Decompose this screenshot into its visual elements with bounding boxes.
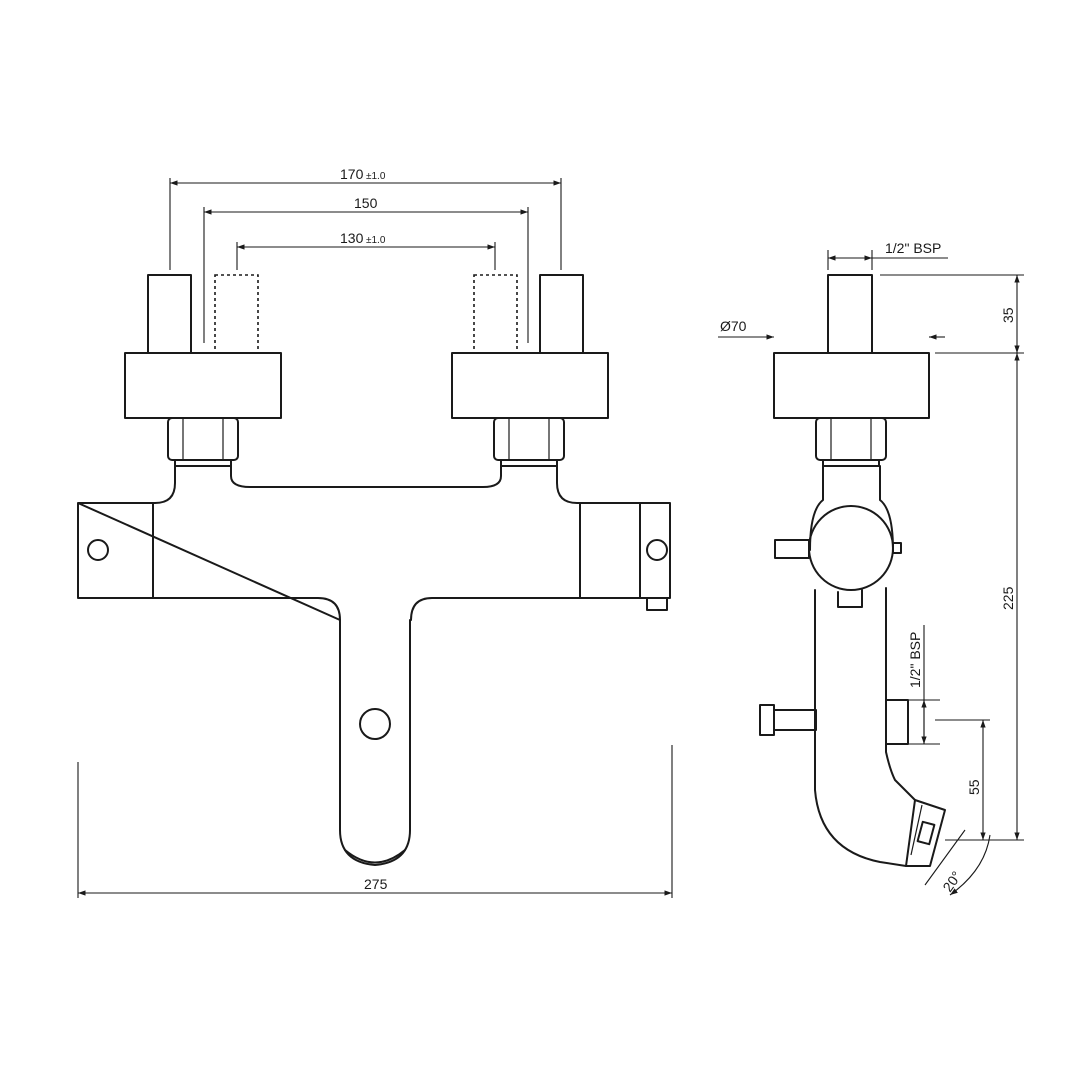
side-shower-outlet bbox=[885, 699, 909, 745]
spout-lip bbox=[344, 849, 406, 864]
left-handle-screw bbox=[87, 539, 109, 561]
side-body bbox=[809, 465, 894, 551]
right-hex-nut bbox=[493, 417, 565, 467]
side-handle-pin bbox=[892, 542, 902, 554]
left-hex-nut bbox=[167, 417, 239, 467]
side-hex-nut bbox=[815, 417, 887, 467]
dim-170: 170 ±1.0 bbox=[169, 166, 562, 270]
dim-outlet-thread: 1/2" BSP bbox=[907, 625, 940, 745]
dim-150-value: 150 bbox=[354, 195, 378, 211]
dim-inlet-thread-value: 1/2" BSP bbox=[885, 240, 941, 256]
left-eccentric-pipe bbox=[147, 274, 259, 354]
side-spout-outlet bbox=[905, 799, 946, 867]
left-wall-flange bbox=[124, 352, 282, 419]
mixer-body bbox=[77, 465, 671, 621]
dim-275: 275 bbox=[77, 745, 673, 898]
diverter-button bbox=[359, 708, 391, 740]
side-view: 1/2" BSP Ø70 35 225 1/2" BSP bbox=[718, 240, 1024, 896]
spout bbox=[339, 619, 411, 866]
dim-outlet-thread-value: 1/2" BSP bbox=[907, 632, 923, 688]
dim-170-tol: ±1.0 bbox=[366, 171, 386, 182]
front-view: 170 ±1.0 150 130 ±1.0 275 bbox=[77, 166, 673, 898]
dim-275-value: 275 bbox=[364, 876, 388, 892]
side-handle-base bbox=[837, 589, 863, 608]
side-spout bbox=[814, 587, 916, 867]
side-eccentric-pipe bbox=[827, 274, 873, 354]
dim-150: 150 bbox=[203, 195, 529, 343]
side-handle-knob bbox=[774, 539, 810, 559]
side-wall-flange bbox=[773, 352, 930, 419]
dim-170-value: 170 bbox=[340, 166, 364, 182]
dim-height-top-value: 35 bbox=[1000, 307, 1016, 323]
side-diverter-cap bbox=[759, 704, 775, 736]
dim-130-value: 130 bbox=[340, 230, 364, 246]
side-diverter bbox=[773, 709, 817, 731]
right-wall-flange bbox=[451, 352, 609, 419]
dim-angle-value: 20° bbox=[939, 868, 964, 895]
side-handle bbox=[808, 505, 894, 591]
dim-spout-value: 55 bbox=[966, 779, 982, 795]
dim-heights: 35 225 bbox=[880, 274, 1024, 841]
right-handle-screw bbox=[646, 539, 668, 561]
dim-130: 130 ±1.0 bbox=[236, 230, 496, 270]
right-bottom-pin bbox=[646, 597, 668, 611]
dim-spout: 55 bbox=[935, 719, 990, 840]
dim-diameter: Ø70 bbox=[718, 318, 945, 340]
side-aerator bbox=[916, 820, 936, 846]
dim-inlet-thread: 1/2" BSP bbox=[827, 240, 948, 270]
dim-height-main-value: 225 bbox=[1000, 586, 1016, 610]
dim-diameter-value: Ø70 bbox=[720, 318, 747, 334]
dim-130-tol: ±1.0 bbox=[366, 235, 386, 246]
